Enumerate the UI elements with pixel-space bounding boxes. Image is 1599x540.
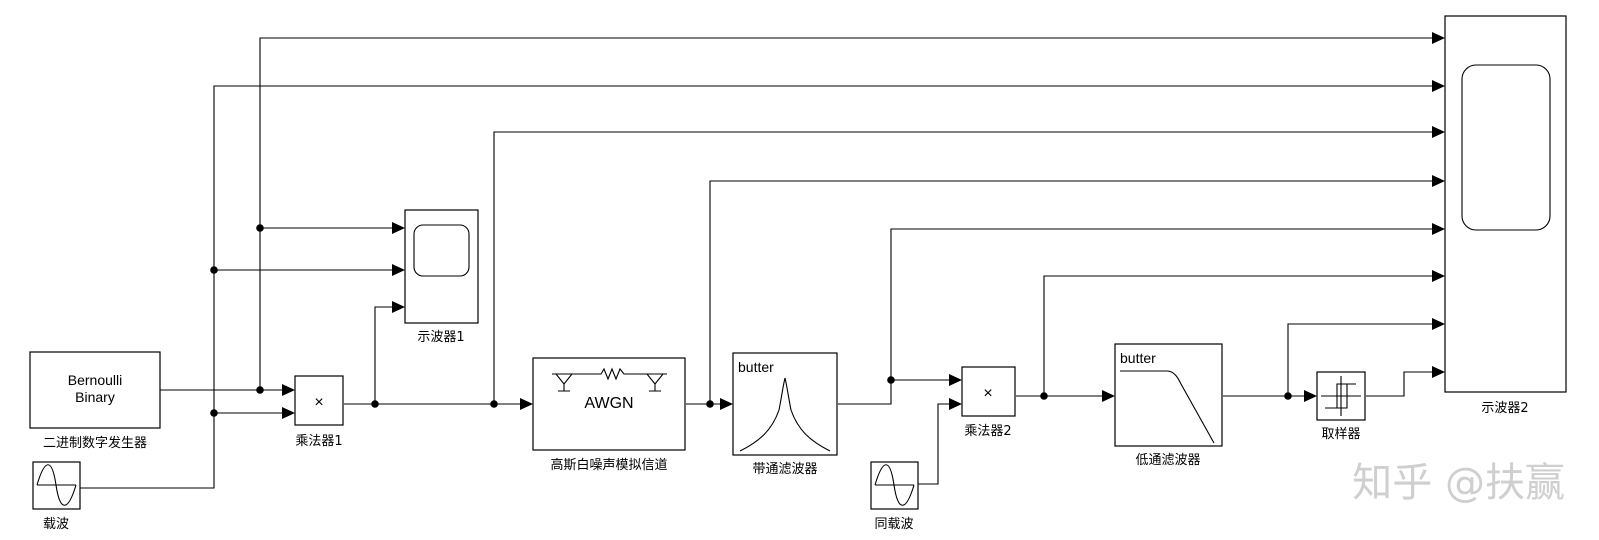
wire-sampler-to-scope2 [1366, 371, 1438, 397]
junction-dot [210, 266, 218, 274]
multiply-icon: × [314, 394, 323, 411]
junction-dot [490, 400, 498, 408]
lowpass-label: 低通滤波器 [1135, 453, 1200, 468]
junction-dot [256, 386, 264, 394]
junction-dot [1284, 392, 1292, 400]
multiplier2-label: 乘法器2 [964, 424, 1011, 439]
junction-dot [256, 224, 264, 232]
awgn-text: AWGN [584, 395, 633, 412]
lowpass-response-icon [1120, 370, 1215, 444]
channel-left-antenna-icon [552, 373, 576, 392]
signal-wires [80, 37, 1438, 489]
bernoulli-line2: Binary [75, 389, 115, 405]
bandpass-block[interactable]: butter [732, 352, 838, 456]
arrow-head [1102, 390, 1115, 402]
scope2-block[interactable] [1444, 15, 1567, 393]
arrow-head [1432, 32, 1445, 44]
multiply-icon: × [983, 385, 992, 402]
arrow-head [520, 398, 533, 410]
arrow-head [949, 374, 962, 386]
channel-noise-icon [576, 367, 643, 381]
scope1-label: 示波器1 [417, 330, 464, 345]
multiplier1-label: 乘法器1 [295, 434, 342, 449]
arrow-head [282, 384, 295, 396]
arrow-head [949, 398, 962, 410]
wire-bernoulli-to-scope2 [259, 37, 1438, 390]
arrow-head [1432, 366, 1445, 378]
wire-bandpass-out [838, 379, 955, 405]
junction-dot [887, 376, 895, 384]
bernoulli-line1: Bernoulli [68, 372, 122, 388]
awgn-block[interactable]: AWGN [532, 357, 686, 451]
wire-multiplier1-to-scope2 [493, 131, 1438, 404]
wire-bandpass-to-scope2 [890, 228, 1438, 380]
multiplier2-block[interactable]: × [961, 366, 1016, 417]
junction-dot [371, 400, 379, 408]
sampler-block[interactable] [1316, 371, 1366, 421]
sync-carrier-label: 同载波 [874, 517, 913, 532]
lowpass-text: butter [1120, 350, 1156, 366]
relay-hysteresis-icon [1321, 376, 1361, 416]
arrow-head [1432, 126, 1445, 138]
arrow-head [1304, 390, 1317, 402]
arrow-head [392, 264, 405, 276]
sync-carrier-block[interactable] [870, 461, 919, 510]
multiplier1-block[interactable]: × [294, 375, 344, 426]
junction-dot [706, 400, 714, 408]
arrow-heads [282, 32, 1445, 419]
arrow-head [392, 301, 405, 313]
bandpass-response-icon [739, 377, 831, 452]
junction-dot [1040, 392, 1048, 400]
arrow-head [1432, 175, 1445, 187]
lowpass-block[interactable]: butter [1114, 343, 1223, 447]
junction-dot [210, 409, 218, 417]
scope-screen-icon [413, 224, 470, 277]
scope-screen-icon [1461, 64, 1551, 231]
arrow-head [720, 398, 733, 410]
bernoulli-binary-block[interactable]: Bernoulli Binary [29, 351, 161, 429]
watermark: 知乎 @扶赢 [1352, 460, 1565, 506]
carrier-block[interactable] [32, 461, 81, 510]
bandpass-text: butter [738, 359, 774, 375]
junction-dots [210, 224, 1292, 417]
arrow-head [1432, 270, 1445, 282]
arrow-head [392, 222, 405, 234]
bernoulli-label: 二进制数字发生器 [43, 435, 147, 451]
arrow-head [282, 407, 295, 419]
scope2-label: 示波器2 [1481, 401, 1528, 416]
wire-lowpass-to-scope2 [1287, 323, 1438, 396]
awgn-label: 高斯白噪声模拟信道 [550, 457, 667, 473]
arrow-head [1432, 318, 1445, 330]
scope1-block[interactable] [404, 209, 479, 324]
wire-sync-carrier-to-multiplier2 [918, 403, 955, 485]
arrow-head [1432, 80, 1445, 92]
carrier-label: 载波 [43, 517, 69, 532]
wire-multiplier1-to-scope1 [374, 306, 400, 404]
wire-carrier-up [80, 85, 1438, 489]
arrow-head [1432, 223, 1445, 235]
bandpass-label: 带通滤波器 [752, 462, 817, 477]
wire-multiplier2-to-scope2 [1043, 275, 1438, 396]
channel-right-antenna-icon [643, 373, 667, 392]
wire-awgn-to-scope2 [709, 180, 1438, 404]
sampler-label: 取样器 [1321, 427, 1360, 442]
